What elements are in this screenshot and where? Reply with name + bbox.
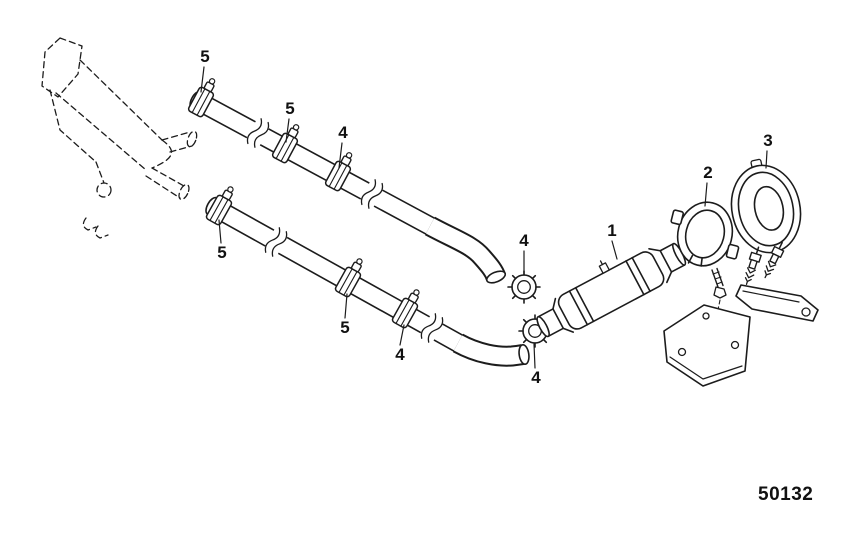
tube-break-mark [244,116,272,150]
reference-branch-upper [169,145,193,153]
reference-pipe-edge [79,59,163,141]
tube-break-mark [358,177,386,211]
callout-label: 5 [340,318,349,337]
band-clamp-ref4 [390,285,426,330]
reference-fitting-circle [96,182,112,198]
leader-line [704,182,708,207]
tube-break-mark [262,225,290,259]
reference-bracket-outline [41,37,83,98]
callout-label: 5 [200,47,209,66]
callout-label: 5 [285,99,294,118]
tube-break-mark [418,311,446,345]
leader-line [344,293,348,319]
callout-label: 4 [338,123,348,142]
callout-label: 2 [703,163,712,182]
reference-branch-lower [151,167,185,187]
callout-label: 5 [217,243,226,262]
leader-line [218,219,222,244]
callout-label: 4 [395,345,405,364]
callout-label: 3 [763,131,772,150]
part-1-exhaust-tube-assembly [536,242,687,338]
reference-clip [94,225,109,239]
lower-exhaust-tube [205,196,464,352]
reference-outlet-lower [178,183,190,201]
reference-outlet-upper [186,130,198,148]
lower-exhaust-hose-elbow [452,333,530,367]
band-clamp-ref5 [333,254,369,299]
leader-line [533,343,536,369]
mounting-plate [663,304,751,387]
callout-label: 1 [607,221,616,240]
callout-label: 4 [531,368,541,387]
callout-label: 4 [519,231,529,250]
part-2-clamp-ring [670,201,740,267]
reference-branch-lower [145,175,181,199]
part-3-end-cover [730,158,802,254]
ring-clamp-ref4 [507,270,541,304]
leader-line [285,118,290,143]
leader-line [200,66,205,93]
leader-line [399,324,405,346]
transom-reference-outline [41,37,198,239]
reference-detail-line [49,89,97,163]
drawing-number: 50132 [758,484,813,505]
leader-line [338,142,343,169]
leader-line [765,150,768,169]
reference-fork [151,139,172,169]
support-bracket-strap [735,284,819,322]
upper-exhaust-hose-elbow [425,216,507,284]
reference-branch-upper [161,131,191,141]
leader-line [611,240,618,260]
reference-pipe-edge [55,92,147,171]
reference-clip [82,217,97,231]
reference-detail-line [95,161,105,184]
callout-leader-lines [200,66,768,369]
